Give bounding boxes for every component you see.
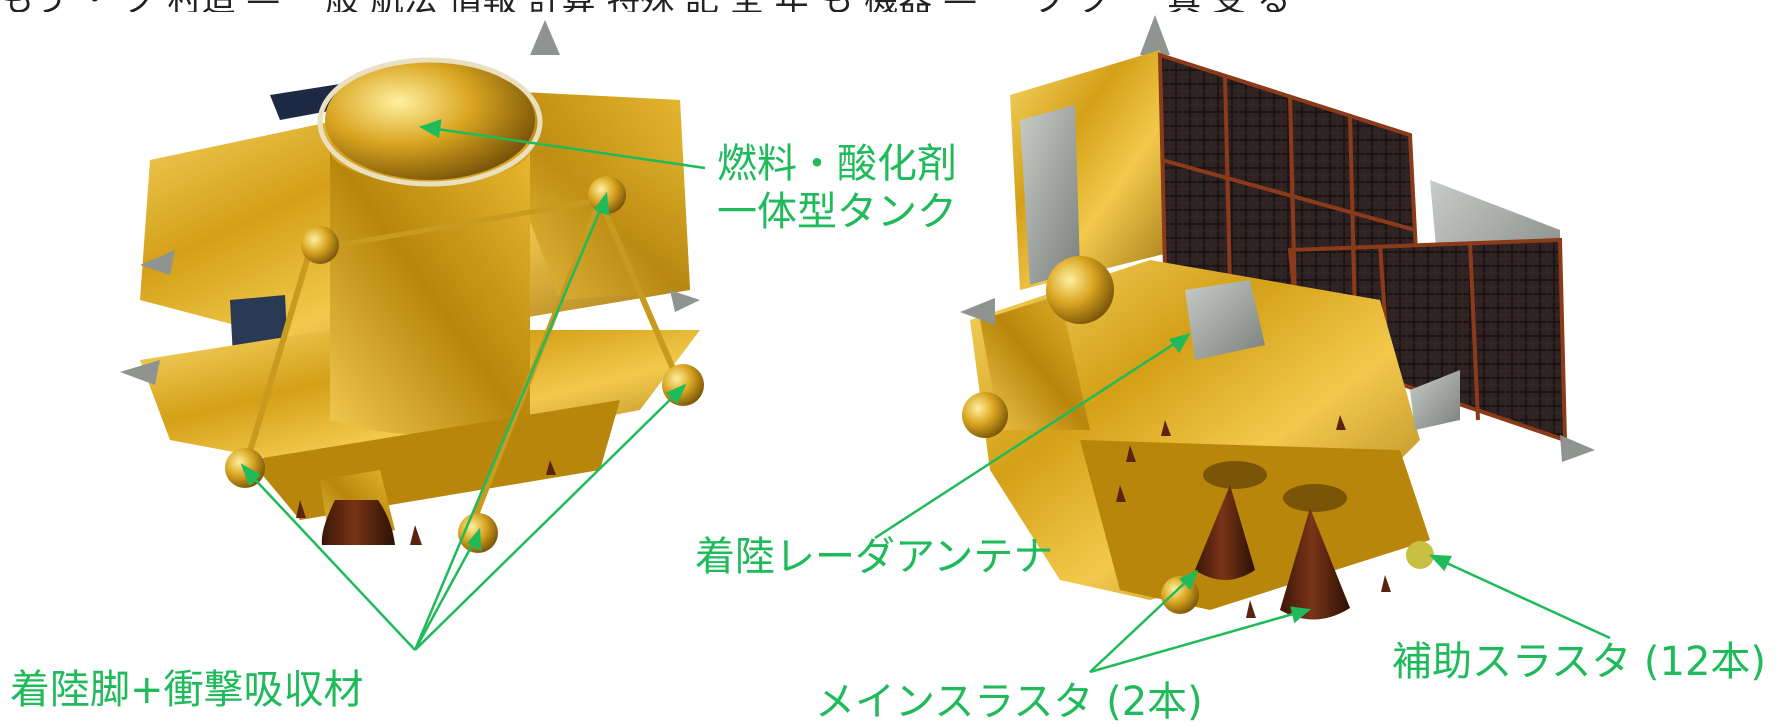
main-thrusters-label: メインスラスタ (2本) xyxy=(815,679,1203,725)
radar-antenna-label: 着陸レーダアンテナ xyxy=(695,534,1054,580)
leader-lines xyxy=(240,119,1611,674)
left-spacecraft xyxy=(120,20,704,553)
integrated-tank-label: 一体型タンク xyxy=(717,189,957,235)
right-spacecraft xyxy=(960,15,1595,620)
cropped-caption: もう ・ ク 村造 — 一般 航法 情報 計算 特殊 記 全 年 も 機器 — … xyxy=(0,0,1780,12)
aux-thrusters-label: 補助スラスタ (12本) xyxy=(1392,639,1767,685)
landing-legs-label: 着陸脚+衝撃吸収材 xyxy=(10,667,364,713)
fuel-oxidizer-label: 燃料・酸化剤 xyxy=(717,141,957,187)
